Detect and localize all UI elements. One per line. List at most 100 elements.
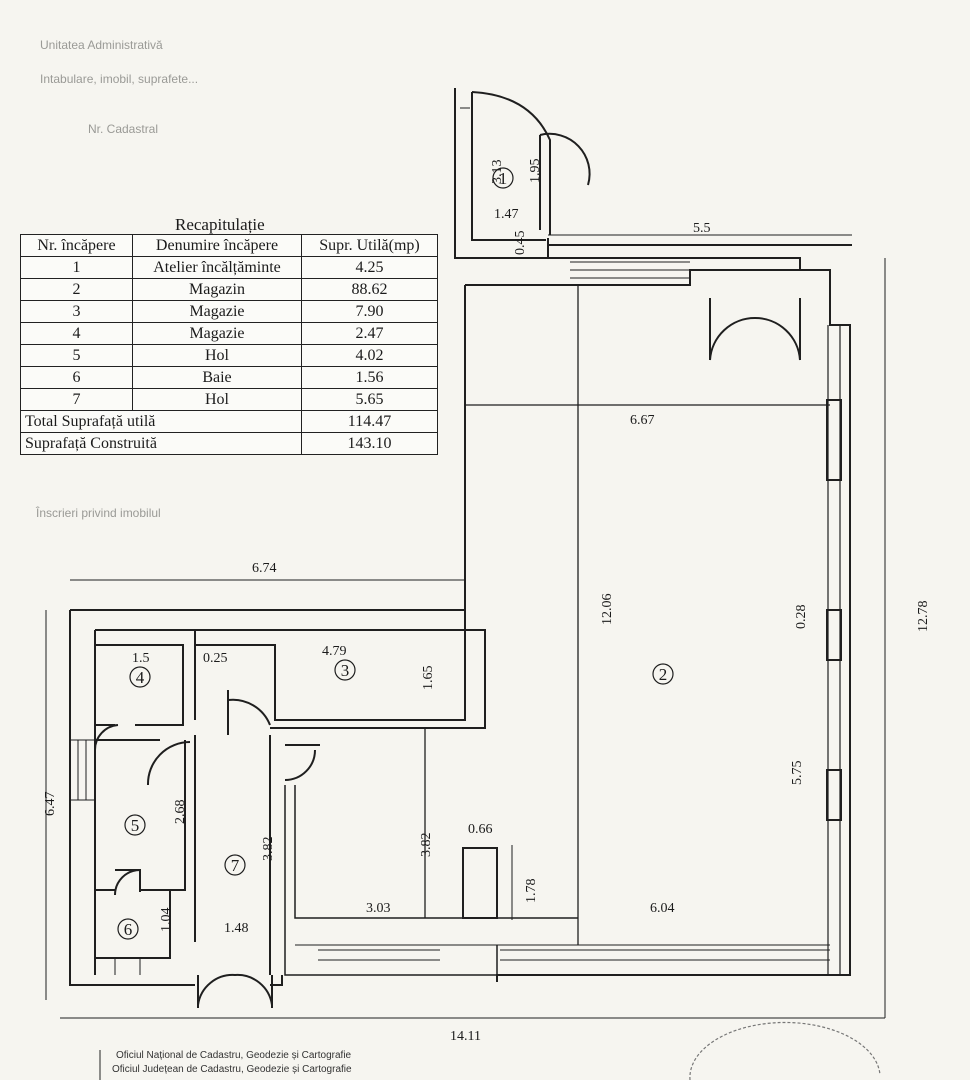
faded-cadastral-label: Nr. Cadastral	[88, 122, 159, 136]
room-1-inner-walls	[471, 92, 546, 241]
table-row: 1 Atelier încălțăminte 4.25	[20, 256, 438, 279]
table-header-row: Nr. încăpere Denumire încăpere Supr. Uti…	[20, 234, 438, 257]
dim-label: 6.74	[252, 561, 277, 576]
table-cell: 2	[20, 278, 133, 301]
dim-label: 0.45	[513, 231, 528, 256]
faded-section-text: Înscrieri privind imobilul	[36, 506, 161, 520]
table-cell: Hol	[132, 344, 302, 367]
table-row: 4 Magazie 2.47	[20, 322, 438, 345]
dim-label: 5.5	[693, 221, 711, 236]
room-number: 1	[499, 169, 508, 188]
room-5-walls	[95, 739, 186, 891]
dim-label: 1.78	[524, 879, 539, 904]
room-1-walls	[454, 88, 549, 259]
dim-label: 12.78	[916, 601, 931, 633]
table-cell: Hol	[132, 388, 302, 411]
shop-door-arc	[709, 316, 801, 361]
room-marker	[492, 167, 514, 189]
built-label: Suprafață Construită	[20, 432, 302, 455]
dim-label: 0.25	[203, 651, 228, 666]
table-row: 7 Hol 5.65	[20, 388, 438, 411]
dim-label: 3.03	[366, 901, 391, 916]
dim-label: 3.82	[419, 833, 434, 858]
room-marker	[334, 659, 356, 681]
room-number: 5	[131, 816, 140, 835]
dim-label: 12.06	[600, 594, 615, 626]
table-cell: 3	[20, 300, 133, 323]
room-1-door-arc	[539, 132, 591, 186]
table-cell: 4.25	[301, 256, 438, 279]
table-cell: Baie	[132, 366, 302, 389]
table-cell: 5	[20, 344, 133, 367]
total-label: Total Suprafață utilă	[20, 410, 302, 433]
room-marker	[224, 854, 246, 876]
recap-table: Nr. încăpere Denumire încăpere Supr. Uti…	[20, 234, 438, 455]
dim-label: 5.75	[790, 761, 805, 786]
room-marker	[652, 663, 674, 685]
dim-label: 1.95	[528, 159, 543, 184]
room-number: 3	[341, 661, 350, 680]
table-cell: Magazie	[132, 322, 302, 345]
table-cell: Magazie	[132, 300, 302, 323]
total-value: 114.47	[301, 410, 438, 433]
table-cell: Atelier încălțăminte	[132, 256, 302, 279]
room-marker	[124, 814, 146, 836]
dim-label: 1.5	[132, 651, 150, 666]
built-value: 143.10	[301, 432, 438, 455]
table-row: 2 Magazin 88.62	[20, 278, 438, 301]
table-cell: 1	[20, 256, 133, 279]
table-cell: 1.56	[301, 366, 438, 389]
dim-label: 1.47	[494, 207, 519, 222]
room-marker	[129, 666, 151, 688]
dim-label: 4.79	[322, 644, 347, 659]
table-cell: 7.90	[301, 300, 438, 323]
table-cell: Magazin	[132, 278, 302, 301]
room-4-walls	[95, 644, 184, 726]
room-1-curved-wall	[471, 91, 551, 235]
table-cell: 7	[20, 388, 133, 411]
table-header-cell: Nr. încăpere	[20, 234, 133, 257]
dim-label: 3.13	[490, 160, 505, 185]
table-cell: 4	[20, 322, 133, 345]
dim-label: 0.28	[794, 605, 809, 630]
entrance-door-arc	[197, 973, 273, 1006]
table-row: 6 Baie 1.56	[20, 366, 438, 389]
dim-label: 1.65	[421, 666, 436, 691]
dim-label: 1.04	[159, 908, 174, 933]
room-number: 4	[136, 668, 145, 687]
table-row: 5 Hol 4.02	[20, 344, 438, 367]
table-cell: 88.62	[301, 278, 438, 301]
table-cell: 6	[20, 366, 133, 389]
room-number: 2	[659, 665, 668, 684]
dim-label: 14.11	[450, 1029, 481, 1044]
table-cell: 5.65	[301, 388, 438, 411]
table-total-row: Total Suprafață utilă 114.47	[20, 410, 438, 433]
dim-label: 6.47	[43, 792, 58, 817]
room-number: 6	[124, 920, 133, 939]
table-header-cell: Denumire încăpere	[132, 234, 302, 257]
dim-label: 2.68	[173, 800, 188, 825]
faded-header-text: Unitatea Administrativă	[40, 38, 163, 52]
stamp-line: Oficiul Județean de Cadastru, Geodezie ș…	[112, 1064, 352, 1075]
table-cell: 2.47	[301, 322, 438, 345]
dim-label: 6.04	[650, 901, 675, 916]
room-7-walls	[194, 735, 271, 975]
dim-label: 1.48	[224, 921, 249, 936]
stamp-seal	[689, 1021, 881, 1080]
room-3-walls	[70, 609, 486, 729]
room-6-walls	[95, 889, 171, 959]
dim-label: 6.67	[630, 413, 655, 428]
room-number: 7	[231, 856, 240, 875]
main-outer-wall	[496, 257, 851, 982]
table-cell: 4.02	[301, 344, 438, 367]
stamp-line: Oficiul Național de Cadastru, Geodezie ș…	[116, 1050, 352, 1061]
dim-label: 0.66	[468, 822, 493, 837]
room-marker	[117, 918, 139, 940]
table-header-cell: Supr. Utilă(mp)	[301, 234, 438, 257]
faded-header-text: Intabulare, imobil, suprafete...	[40, 72, 199, 86]
dim-label: 3.82	[261, 837, 276, 862]
recap-title: Recapitulație	[175, 215, 265, 234]
table-row: 3 Magazie 7.90	[20, 300, 438, 323]
table-built-row: Suprafață Construită 143.10	[20, 432, 438, 455]
